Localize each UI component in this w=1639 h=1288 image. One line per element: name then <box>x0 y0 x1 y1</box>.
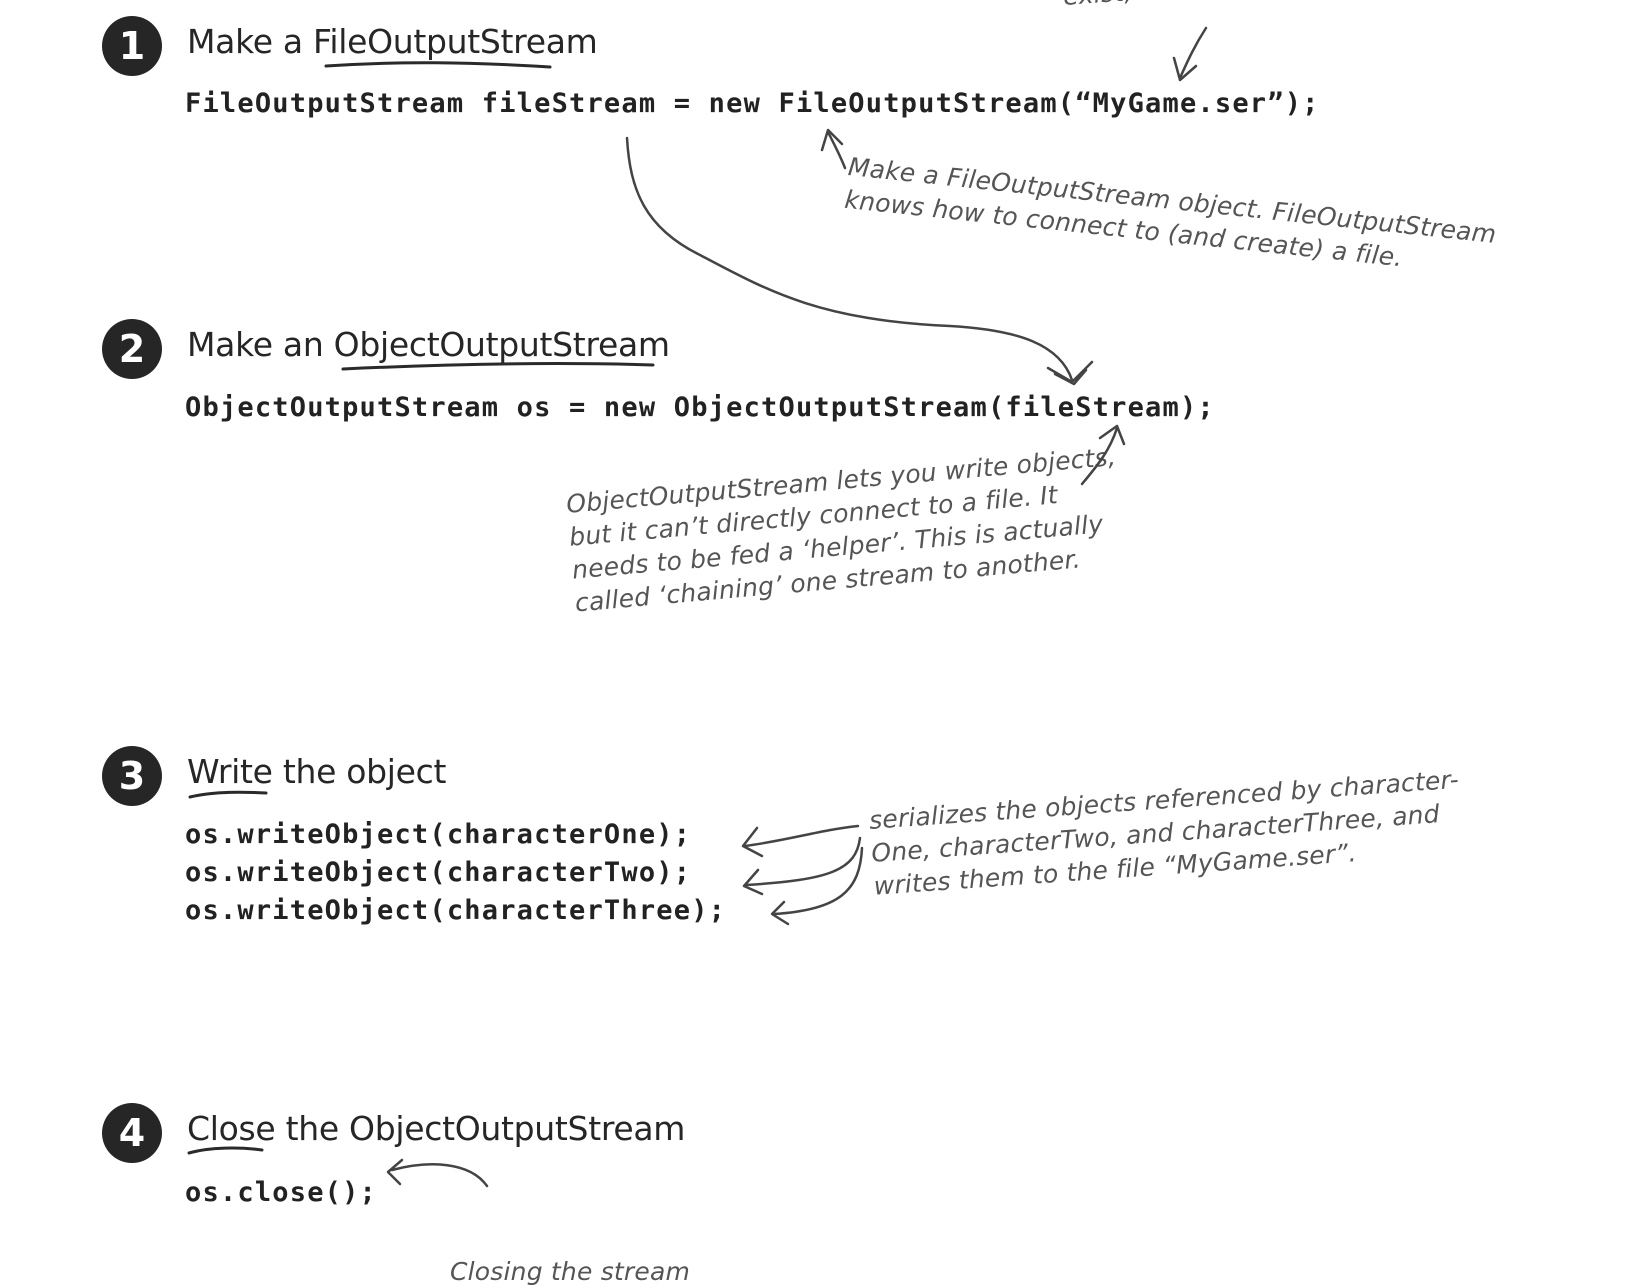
step-2-heading: Make an ObjectOutputStream <box>187 325 670 364</box>
step-3-underline <box>188 790 268 799</box>
step-1-underline <box>324 61 552 69</box>
serialize-arrow-1 <box>743 824 860 848</box>
close-note-arrowhead <box>386 1158 404 1186</box>
step-4-code-line: os.close(); <box>185 1177 378 1208</box>
step-1-heading: Make a FileOutputStream <box>187 22 598 61</box>
step-3-heading: Write the object <box>187 752 446 791</box>
step-3-number-badge: 3 <box>102 746 162 806</box>
step-2-code-line: ObjectOutputStream os = new ObjectOutput… <box>185 392 1215 423</box>
serialize-arrow-3 <box>772 846 864 916</box>
step-3-heading-post: the object <box>272 752 447 791</box>
serialize-arrowhead-3 <box>770 900 790 926</box>
step-2-underline <box>341 362 655 371</box>
step-4-underline <box>187 1146 264 1155</box>
step-4-heading-main: Close <box>187 1109 276 1148</box>
file-stream-note: Make a FileOutputStream object. FileOutp… <box>843 150 1498 284</box>
top-cut-note: exist, it will be <box>1062 0 1248 13</box>
serialize-arrowhead-1 <box>741 826 764 858</box>
step-2-number-badge: 2 <box>102 319 162 379</box>
top-note-arrow <box>1178 26 1208 80</box>
step-1-heading-main: FileOutputStream <box>313 22 598 61</box>
file-stream-note-arrow <box>826 130 847 170</box>
file-stream-note-arrowhead <box>820 128 844 152</box>
step-3-heading-main: Write <box>187 752 273 791</box>
serializes-note: serializes the objects referenced by cha… <box>868 763 1464 903</box>
step-1-code-line: FileOutputStream fileStream = new FileOu… <box>185 88 1320 119</box>
top-note-arrowhead <box>1172 56 1198 82</box>
step-3-code-line-2: os.writeObject(characterTwo); <box>185 857 692 888</box>
bottom-cut-note: Closing the stream <box>450 1257 691 1286</box>
close-note-arrow <box>390 1163 489 1188</box>
serialize-arrow-2 <box>744 836 862 887</box>
step-2-heading-pre: Make an <box>187 325 334 364</box>
step-3-code-line-3: os.writeObject(characterThree); <box>185 895 727 926</box>
step-3-code-line-1: os.writeObject(characterOne); <box>185 819 692 850</box>
step-4-heading-post: the ObjectOutputStream <box>275 1109 686 1148</box>
chain-arrowhead <box>1046 360 1094 386</box>
serialize-arrowhead-2 <box>742 868 764 896</box>
step-1-number-badge: 1 <box>102 16 162 76</box>
object-stream-note: ObjectOutputStream lets you write object… <box>565 440 1126 620</box>
step-4-heading: Close the ObjectOutputStream <box>187 1109 685 1148</box>
step-1-heading-pre: Make a <box>187 22 314 61</box>
step-4-number-badge: 4 <box>102 1103 162 1163</box>
step-2-heading-main: ObjectOutputStream <box>333 325 670 364</box>
